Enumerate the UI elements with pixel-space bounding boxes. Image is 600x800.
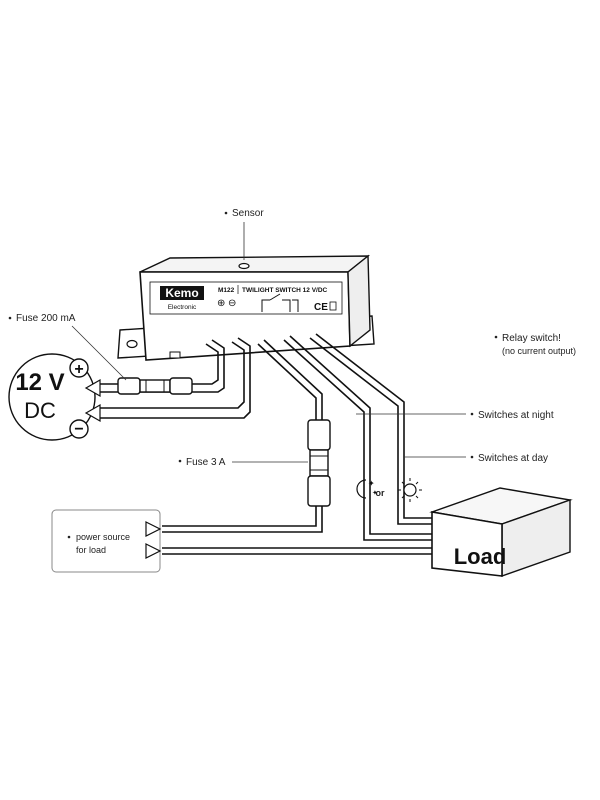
moon-stars-icon: ✦ ✦: [356, 479, 378, 499]
power-source-label-1: power source: [76, 532, 130, 542]
svg-text:✦: ✦: [372, 489, 378, 497]
supply-minus-symbol: −: [74, 421, 83, 438]
plus-terminal-symbol: ⊕: [217, 298, 225, 309]
fuse-3a-holder: [162, 419, 331, 533]
svg-text:Electronic: Electronic: [168, 304, 197, 311]
relay-note-sub: (no current output): [502, 346, 576, 356]
load-label: Load: [454, 544, 507, 569]
twilight-switch-module: Kemo Electronic M122 TWILIGHT SWITCH 12 …: [117, 254, 375, 361]
kemo-logo: [160, 286, 204, 300]
sensor-hole: [238, 262, 250, 270]
svg-text:✦: ✦: [368, 479, 375, 488]
relay-note-label: Relay switch!: [502, 333, 561, 344]
load-box: Load: [429, 487, 573, 577]
or-label: or: [376, 488, 385, 498]
fuse-200-label: Fuse 200 mA: [16, 313, 76, 324]
weee-bin-icon: [329, 301, 337, 311]
module-model: M122: [218, 287, 235, 294]
svg-text:Kemo: Kemo: [165, 286, 198, 300]
sensor-label: Sensor: [232, 208, 264, 219]
power-source-box: power source for load: [51, 509, 162, 573]
supply-type: DC: [24, 398, 56, 423]
supply-12v-dc: 12 V DC + −: [8, 353, 101, 441]
fuse-200ma-holder: [117, 377, 193, 395]
switches-day-label: Switches at day: [478, 453, 548, 464]
power-source-label-2: for load: [76, 545, 106, 555]
ce-mark: CE: [314, 302, 328, 313]
module-wires: [100, 333, 405, 510]
minus-terminal-symbol: ⊖: [228, 298, 236, 309]
module-title: TWILIGHT SWITCH 12 V/DC: [242, 287, 328, 294]
supply-plus-symbol: +: [74, 361, 83, 378]
fuse-3a-label: Fuse 3 A: [186, 457, 226, 468]
sun-icon: [398, 478, 422, 502]
supply-voltage: 12 V: [15, 369, 64, 396]
relay-contact-icon: [261, 293, 299, 312]
switches-night-label: Switches at night: [478, 410, 554, 421]
